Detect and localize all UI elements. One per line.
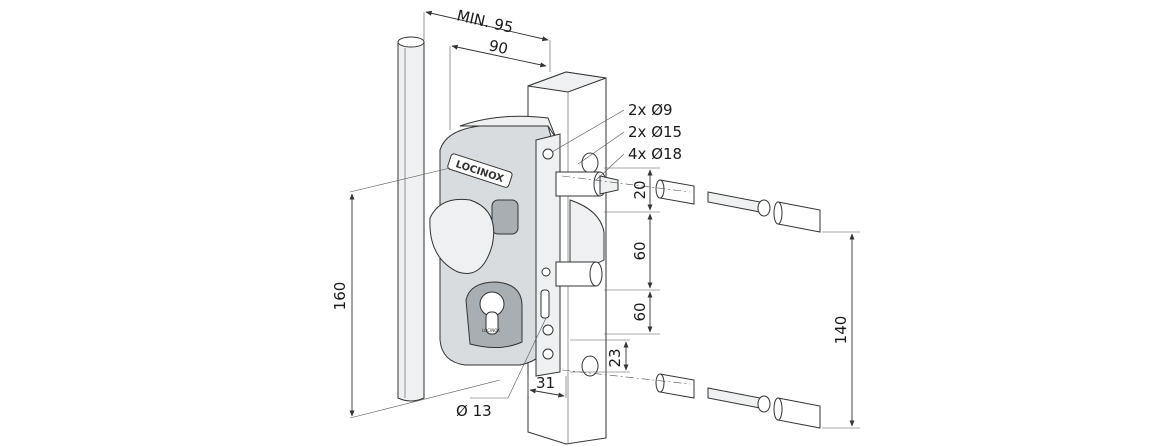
callout-holes-18: 4x Ø18 [628, 145, 682, 163]
dim-spacing-mid-text: 60 [631, 241, 649, 260]
dim-vertical-stack: 20 60 60 [604, 167, 660, 335]
dim-hole-13: Ø 13 [456, 317, 547, 420]
lock-body: LOCINOX LOCINOX [429, 115, 557, 366]
dim-90: 90 [449, 36, 547, 130]
dim-31: 31 [527, 374, 567, 398]
fixing-set-bottom [655, 373, 821, 429]
axis-lines [561, 175, 691, 385]
cylinder: LOCINOX [465, 281, 523, 348]
fixing-set-top [655, 179, 821, 233]
cylinder-mark: LOCINOX [482, 328, 500, 333]
dim-width-text: 90 [487, 36, 510, 58]
round-post [397, 36, 425, 402]
callout-holes-15: 2x Ø15 [628, 123, 682, 141]
dim-offset-bottom-text: 23 [606, 348, 624, 367]
forend-plate [535, 133, 561, 377]
dim-depth-text: 31 [536, 374, 555, 392]
dim-height-text: 160 [331, 282, 349, 311]
dim-spacing-low-text: 60 [631, 302, 649, 321]
dim-23: 23 [570, 339, 630, 373]
dim-spacing-top-text: 20 [631, 180, 649, 199]
dim-min-width-text: MIN. 95 [455, 6, 515, 36]
dim-total-spacing-text: 140 [832, 316, 850, 345]
dim-hole-diameter-text: Ø 13 [456, 402, 492, 420]
callout-holes-9: 2x Ø9 [628, 101, 673, 119]
dim-160: 160 [331, 167, 501, 419]
knob [429, 198, 519, 274]
hole-callouts: 2x Ø9 2x Ø15 4x Ø18 [551, 101, 682, 181]
dim-min-95: MIN. 95 [423, 6, 551, 72]
dim-140: 140 [822, 231, 860, 429]
lower-bolt [555, 261, 603, 287]
upper-bolt [555, 171, 619, 197]
